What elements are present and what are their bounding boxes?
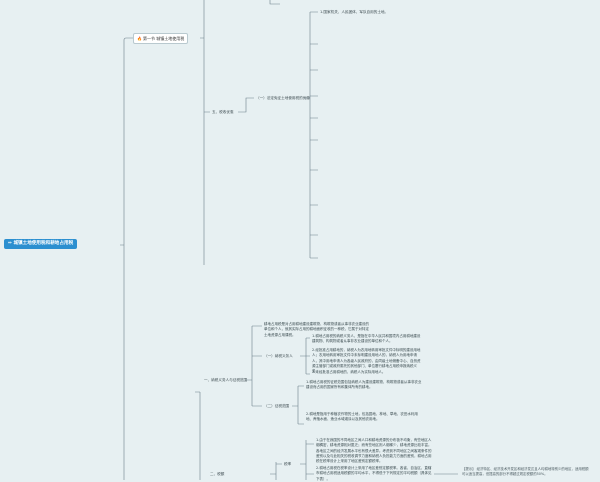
section1-label: 第一节 城镇土地使用税: [142, 35, 185, 41]
sec2-rate-tag[interactable]: 税率: [284, 462, 291, 467]
item5-sub1-entry-text: 1.国家机关、人民团体、军队自用的土地。: [320, 10, 389, 14]
item5-sub1-entry[interactable]: 1.国家机关、人民团体、军队自用的土地。: [320, 10, 388, 15]
connector-item5-sub1: [238, 97, 254, 113]
connector-item2-children: [270, 462, 282, 480]
connector-section2-trunk: [195, 391, 201, 480]
connector-section1-trunk: [200, 0, 210, 265]
sec2-item2-label: 二、税额: [210, 472, 225, 476]
fire-icon: 🔥: [137, 35, 142, 41]
connector-top-fragment: [269, 0, 280, 5]
item5-sub1-label: （一）法定免征土地使用税的优惠: [256, 96, 310, 100]
sec2-sub2-p1: 1.耕地占用税的征税范围包括纳税人为建设建筑物、构筑物或者从事非农业建设而占用的…: [306, 380, 422, 390]
sec2-rate-p1: 1.由于在我国的不同地区之间人口和耕地资源的分布极不均衡，有些地区人烟稠密，耕地…: [316, 438, 432, 463]
connector-sub1-list: [304, 11, 318, 259]
connector-item1-children: [246, 325, 262, 407]
connector-rate-paragraphs: [300, 440, 314, 480]
sec2-sub1-p1: 1.耕地占用税的纳税义务人，是指在中华人民共和国境内占用耕地建设建筑物、构筑物或…: [312, 334, 421, 344]
sec2-sub2-label: （二）征税范围: [264, 404, 290, 408]
root-node[interactable]: ⇔ 城镇土地使用税和耕地占用税: [4, 239, 78, 250]
sec2-sub1-p2: 2.经批准占用耕地的，纳税人为农用地转用审批文件中标明的建设用地人；农用地转用审…: [312, 348, 421, 373]
connector-sub2-paragraphs: [292, 385, 304, 425]
item5-sub1-node[interactable]: （一）法定免征土地使用税的优惠: [256, 96, 310, 101]
sec2-item1-node[interactable]: 一、纳税义务人与征税范围: [204, 378, 247, 383]
sec2-rate-tag-label: 税率: [284, 462, 292, 466]
sec2-rate-note: 【提示】 经济特区、经济技术开发区和经济发达且人均耕地特别少的地区，适用税额可以…: [462, 467, 589, 477]
mindmap-icon: ⇔: [8, 241, 14, 246]
section1-node[interactable]: 🔥第一节 城镇土地使用税: [133, 33, 189, 44]
sec2-sub1-p3: 3.未经批准占用耕地的，纳税人为实际用地人。: [312, 370, 386, 374]
item5-label: 五、税收优惠: [212, 110, 234, 114]
sec2-rate-p2: 2.耕地占用税在税率设计上采用了地区差别定额税率。各省、自治区、直辖市耕地占用税…: [316, 466, 432, 481]
sec2-sub2-p2: 2.耕地是指用于种植农作物的土地，包括园地、林地、草地、农田水利用地、养殖水面、…: [306, 412, 418, 422]
connector-sub1-paragraphs: [300, 337, 310, 375]
sec2-sub1-node[interactable]: （一）纳税义务人: [264, 354, 293, 359]
sec2-item1-label: 一、纳税义务人与征税范围: [204, 378, 248, 382]
sec2-sub1-label: （一）纳税义务人: [264, 354, 293, 358]
root-label: 城镇土地使用税和耕地占用税: [13, 241, 74, 246]
connector-root-trunk: [120, 37, 133, 480]
sec2-intro: 耕地占用税是对占用耕地建设建筑物、构筑物或者从事非农业建设的单位和个人，就其实际…: [264, 322, 369, 337]
sec2-sub2-node[interactable]: （二）征税范围: [264, 404, 289, 409]
item5-node[interactable]: 五、税收优惠: [212, 110, 234, 115]
sec2-item2-node[interactable]: 二、税额: [210, 472, 224, 477]
